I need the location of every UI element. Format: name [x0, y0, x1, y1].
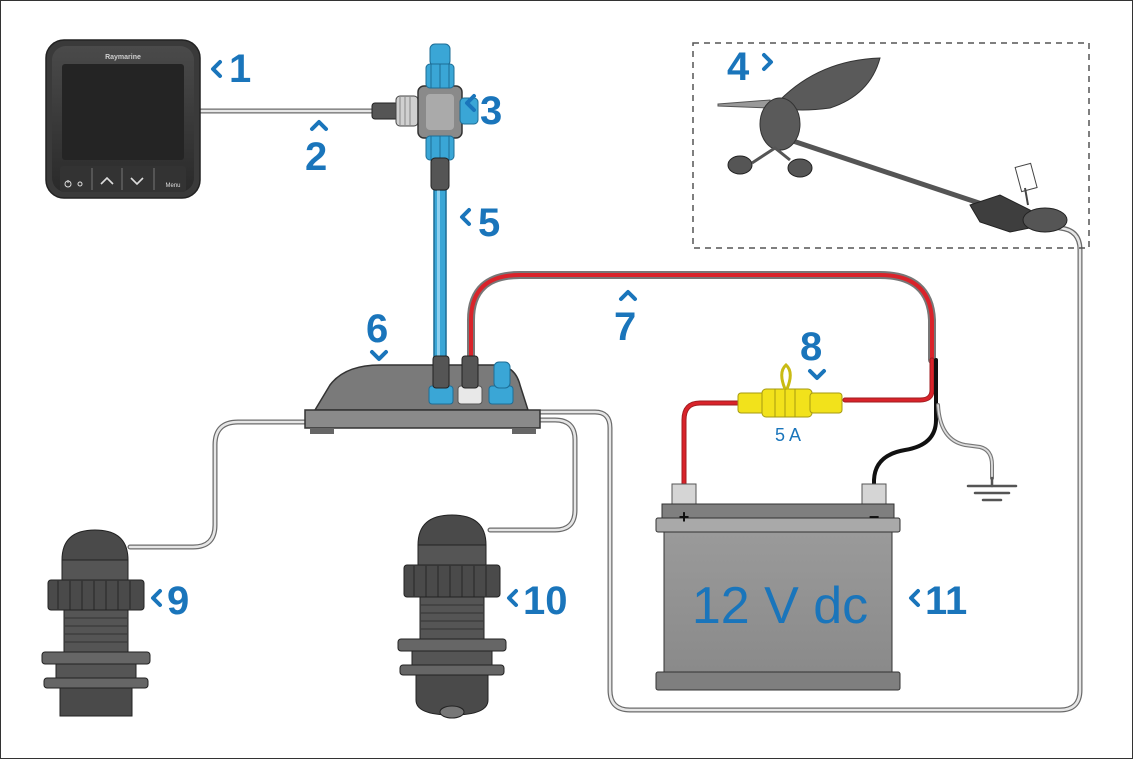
battery: + − 12 V dc: [655, 483, 901, 691]
t-piece-connector: [371, 43, 479, 191]
svg-text:5: 5: [478, 201, 500, 245]
callout-8: 8: [800, 325, 826, 380]
svg-text:2: 2: [305, 135, 327, 179]
svg-text:11: 11: [925, 579, 967, 623]
callout-11: 11: [909, 579, 967, 623]
menu-button-label: Menu: [165, 183, 180, 189]
callout-7: 7: [614, 290, 637, 349]
callout-10: 10: [507, 579, 568, 623]
converter-module: [304, 355, 541, 434]
callout-9: 9: [151, 579, 189, 623]
svg-text:10: 10: [523, 579, 568, 623]
callout-3: 3: [465, 89, 502, 133]
spur-cable: [433, 189, 447, 359]
svg-text:4: 4: [727, 45, 750, 89]
wind-vane-area: [692, 42, 1090, 249]
svg-text:9: 9: [167, 579, 189, 623]
up-arrow-icon: [100, 176, 114, 185]
callout-5: 5: [460, 201, 500, 245]
svg-text:6: 6: [366, 307, 388, 351]
callout-6: 6: [366, 307, 388, 361]
battery-plus: +: [679, 507, 690, 527]
svg-text:1: 1: [229, 47, 251, 91]
instrument-display: Raymarine Menu: [45, 39, 201, 199]
power-cable: [467, 271, 994, 493]
ground-symbol: [966, 476, 1018, 502]
callout-1: 1: [211, 47, 251, 91]
depth-transducer-9: [41, 529, 151, 717]
svg-text:7: 7: [614, 305, 636, 349]
svg-text:8: 8: [800, 325, 822, 369]
power-backlight-icon: [64, 180, 83, 188]
wind-vane-transducer: [717, 57, 1068, 233]
callout-2: 2: [305, 120, 328, 179]
svg-text:3: 3: [480, 89, 502, 133]
fuse-rating: 5 A: [775, 425, 801, 445]
battery-voltage: 12 V dc: [692, 577, 868, 635]
down-arrow-icon: [130, 177, 144, 186]
transducer-9-cable: [127, 419, 328, 550]
callout-4: 4: [727, 45, 773, 89]
display-brand: Raymarine: [105, 54, 141, 61]
speed-depth-transducer-10: [397, 514, 507, 719]
inline-fuse: 5 A: [737, 363, 843, 445]
battery-minus: −: [869, 507, 880, 527]
transducer-10-cable: [487, 417, 578, 533]
